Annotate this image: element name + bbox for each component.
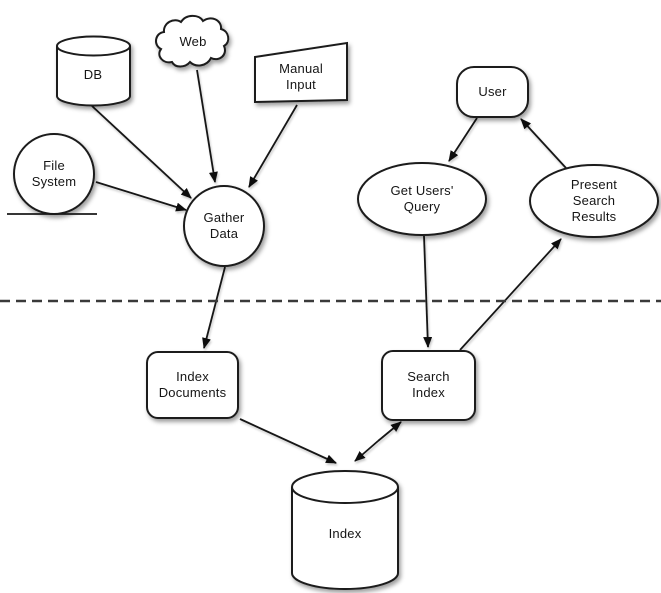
edge-web-to-gather-data bbox=[196, 69, 218, 183]
edge-gather-data-to-index-documents bbox=[202, 266, 226, 349]
edge-index-documents-to-index bbox=[239, 418, 337, 464]
gather-data-circle-shape bbox=[183, 185, 265, 267]
edge-present-search-results-to-user bbox=[520, 118, 567, 169]
edge-index-to-search-index bbox=[377, 421, 402, 442]
edge-user-to-get-users-query bbox=[448, 117, 478, 162]
present-search-results-ellipse-shape bbox=[529, 164, 659, 238]
user-box-shape bbox=[456, 66, 529, 118]
edges-layer bbox=[91, 69, 567, 464]
edge-file-system-to-gather-data bbox=[95, 181, 187, 212]
nodes-layer bbox=[7, 14, 659, 590]
edge-get-users-query-to-search-index bbox=[423, 235, 433, 348]
db-cylinder-shape bbox=[56, 35, 131, 107]
edge-manual-input-to-gather-data bbox=[248, 104, 298, 188]
edge-search-index-to-index bbox=[354, 440, 379, 462]
edge-search-index-to-present-search-results bbox=[459, 238, 562, 351]
search-index-box-shape bbox=[381, 350, 476, 421]
web-cloud-shape bbox=[155, 14, 230, 68]
file-system-circle-shape bbox=[13, 133, 95, 215]
edge-db-to-gather-data bbox=[91, 105, 192, 199]
index-documents-box-shape bbox=[146, 351, 239, 419]
manual-input-shape bbox=[254, 41, 348, 104]
index-cylinder-shape bbox=[291, 470, 399, 590]
get-users-query-ellipse-shape bbox=[357, 162, 487, 236]
